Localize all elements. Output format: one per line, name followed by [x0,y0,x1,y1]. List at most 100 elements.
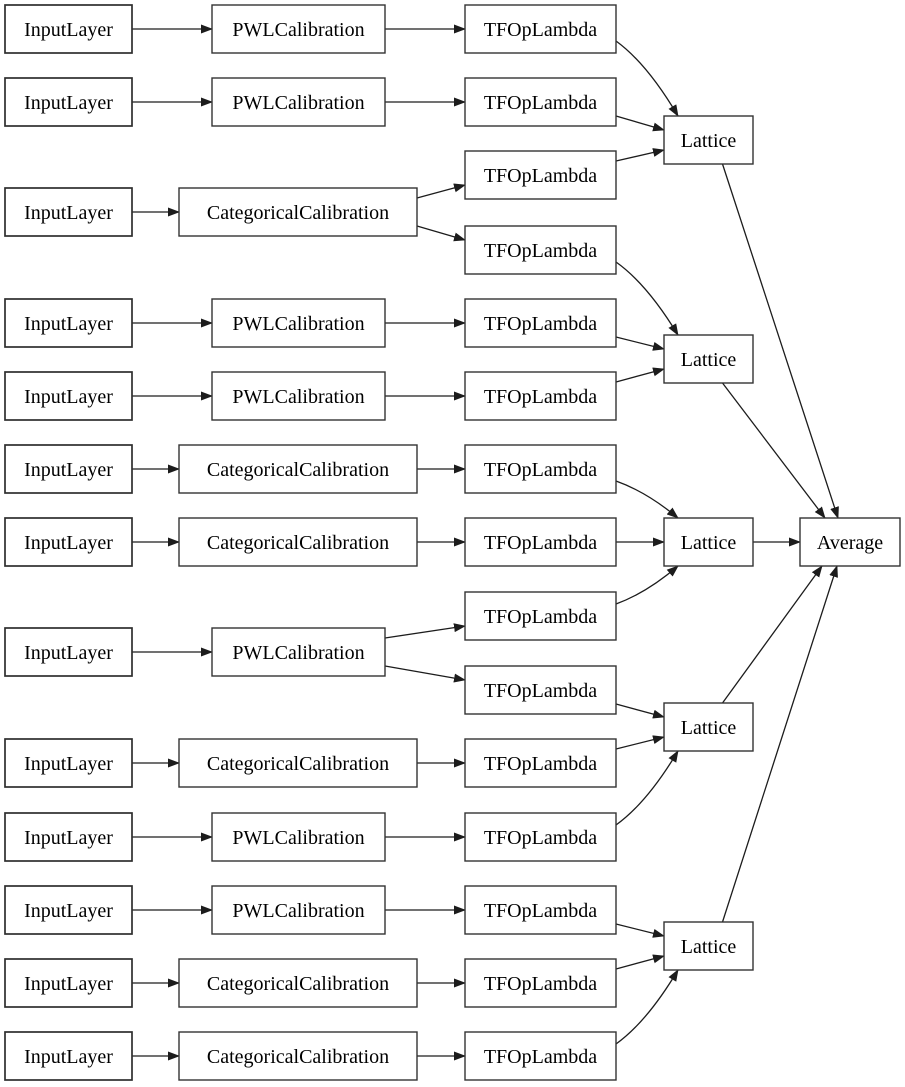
node-in4-inputlayer: InputLayer [4,371,133,421]
node-box-tf12 [464,885,617,935]
node-box-lat3 [663,702,754,752]
node-label-lat1: Lattice [681,349,737,371]
node-box-cat2 [178,517,418,567]
node-label-tf13: TFOpLambda [484,973,597,995]
edge-lat0-to-avg [721,163,839,519]
node-label-pwl1: PWLCalibration [232,92,364,114]
node-box-cat1 [178,444,418,494]
node-cat1-categoricalcalibration: CategoricalCalibration [178,444,418,494]
node-lat4-lattice: Lattice [663,921,754,971]
node-tf0-tfoplambda: TFOpLambda [464,4,617,54]
node-label-tf10: TFOpLambda [484,753,597,775]
node-cat2-categoricalcalibration: CategoricalCalibration [178,517,418,567]
node-box-tf3 [464,225,617,275]
node-pwl2-pwlcalibration: PWLCalibration [211,298,386,348]
node-label-lat0: Lattice [681,130,737,152]
edge-tf13-to-lat4 [615,954,665,970]
node-label-cat3: CategoricalCalibration [207,753,389,775]
edge-tf14-to-lat4 [615,969,679,1045]
node-label-tf8: TFOpLambda [484,606,597,628]
node-cat5-categoricalcalibration: CategoricalCalibration [178,1031,418,1081]
node-label-cat4: CategoricalCalibration [207,973,389,995]
node-label-cat0: CategoricalCalibration [207,202,389,224]
node-label-tf9: TFOpLambda [484,680,597,702]
node-label-tf11: TFOpLambda [484,827,597,849]
node-box-tf11 [464,812,617,862]
node-box-in9 [4,812,133,862]
node-in10-inputlayer: InputLayer [4,885,133,935]
node-in3-inputlayer: InputLayer [4,298,133,348]
node-box-tf9 [464,665,617,715]
node-label-in0: InputLayer [24,19,113,41]
node-label-tf4: TFOpLambda [484,313,597,335]
node-pwl1-pwlcalibration: PWLCalibration [211,77,386,127]
node-box-lat2 [663,517,754,567]
edge-cat0-to-tf2 [416,183,466,199]
node-box-pwl1 [211,77,386,127]
node-label-in2: InputLayer [24,202,113,224]
node-label-pwl0: PWLCalibration [232,19,364,41]
node-label-tf7: TFOpLambda [484,532,597,554]
node-tf14-tfoplambda: TFOpLambda [464,1031,617,1081]
node-tf6-tfoplambda: TFOpLambda [464,444,617,494]
node-label-lat4: Lattice [681,936,737,958]
node-label-in3: InputLayer [24,313,113,335]
node-in8-inputlayer: InputLayer [4,738,133,788]
node-avg-average: Average [799,517,901,567]
node-label-tf3: TFOpLambda [484,240,597,262]
node-box-in6 [4,517,133,567]
node-in5-inputlayer: InputLayer [4,444,133,494]
node-label-pwl3: PWLCalibration [232,386,364,408]
edge-tf2-to-lat0 [615,148,665,162]
edge-tf1-to-lat0 [615,115,665,132]
node-box-tf4 [464,298,617,348]
node-in9-inputlayer: InputLayer [4,812,133,862]
node-pwl0-pwlcalibration: PWLCalibration [211,4,386,54]
edge-tf11-to-lat3 [615,750,679,826]
node-box-in11 [4,958,133,1008]
node-label-cat1: CategoricalCalibration [207,459,389,481]
edge-tf8-to-lat2 [615,565,679,605]
node-box-in2 [4,187,133,237]
node-label-in10: InputLayer [24,900,113,922]
node-label-tf14: TFOpLambda [484,1046,597,1068]
node-cat4-categoricalcalibration: CategoricalCalibration [178,958,418,1008]
node-label-in5: InputLayer [24,459,113,481]
edge-tf10-to-lat3 [615,735,665,750]
node-box-cat0 [178,187,418,237]
node-lat3-lattice: Lattice [663,702,754,752]
node-pwl3-pwlcalibration: PWLCalibration [211,371,386,421]
edge-tf5-to-lat1 [615,367,665,383]
node-box-in7 [4,627,133,677]
node-box-in1 [4,77,133,127]
node-in6-inputlayer: InputLayer [4,517,133,567]
node-label-in9: InputLayer [24,827,113,849]
node-label-cat2: CategoricalCalibration [207,532,389,554]
node-tf4-tfoplambda: TFOpLambda [464,298,617,348]
node-label-pwl5: PWLCalibration [232,827,364,849]
node-box-cat5 [178,1031,418,1081]
node-in0-inputlayer: InputLayer [4,4,133,54]
edge-tf6-to-lat2 [615,480,679,519]
node-box-in10 [4,885,133,935]
node-lat0-lattice: Lattice [663,115,754,165]
node-box-pwl6 [211,885,386,935]
node-label-in6: InputLayer [24,532,113,554]
node-label-tf0: TFOpLambda [484,19,597,41]
node-pwl6-pwlcalibration: PWLCalibration [211,885,386,935]
node-label-in7: InputLayer [24,642,113,664]
node-box-tf13 [464,958,617,1008]
node-label-tf12: TFOpLambda [484,900,597,922]
edge-tf3-to-lat1 [615,261,679,336]
node-label-avg: Average [817,532,883,554]
node-box-avg [799,517,901,567]
node-tf1-tfoplambda: TFOpLambda [464,77,617,127]
node-box-in4 [4,371,133,421]
edges-layer [132,24,839,1061]
node-box-cat3 [178,738,418,788]
node-cat3-categoricalcalibration: CategoricalCalibration [178,738,418,788]
node-label-in4: InputLayer [24,386,113,408]
node-tf2-tfoplambda: TFOpLambda [464,150,617,200]
node-box-tf1 [464,77,617,127]
